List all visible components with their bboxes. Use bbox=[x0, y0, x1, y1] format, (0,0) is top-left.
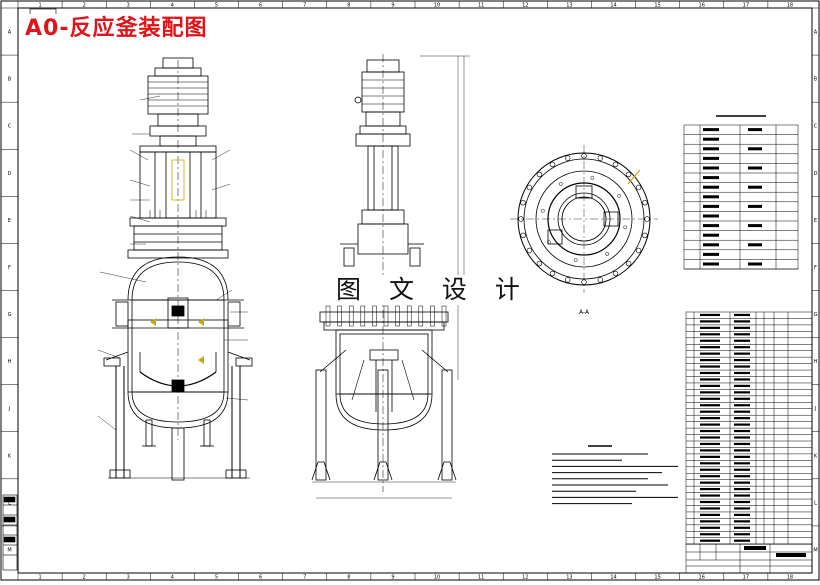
section-a-a-view bbox=[510, 145, 658, 293]
border-zone-letter: J bbox=[814, 406, 816, 412]
border-zone-number: 17 bbox=[743, 575, 749, 581]
border-zone-number: 8 bbox=[347, 3, 350, 9]
border-zone-number: 3 bbox=[127, 575, 130, 581]
border-zone-letter: M bbox=[7, 547, 11, 553]
border-zone-letter: B bbox=[814, 77, 818, 83]
border-zone-number: 17 bbox=[743, 3, 749, 9]
border-zone-number: 11 bbox=[478, 3, 484, 9]
border-zone-letter: H bbox=[8, 359, 12, 365]
border-zone-letter: L bbox=[8, 500, 11, 506]
border-zone-number: 6 bbox=[259, 575, 262, 581]
border-zone-number: 12 bbox=[522, 575, 528, 581]
border-zone-letter: B bbox=[8, 77, 12, 83]
border-zone-letter: F bbox=[814, 265, 817, 271]
border-zone-number: 5 bbox=[215, 3, 218, 9]
border-zone-letter: M bbox=[813, 547, 817, 553]
technical-requirements-note bbox=[552, 445, 678, 505]
border-zone-number: 6 bbox=[259, 3, 262, 9]
border-zone-letter: D bbox=[8, 171, 12, 177]
side-bottom-head bbox=[335, 393, 433, 431]
border-zone-number: 18 bbox=[787, 3, 793, 9]
border-zone-number: 12 bbox=[522, 3, 528, 9]
border-zone-number: 1 bbox=[38, 575, 41, 581]
border-zone-number: 3 bbox=[127, 3, 130, 9]
border-zone-letter: K bbox=[8, 453, 12, 459]
border-zone-letter: G bbox=[814, 312, 818, 318]
border-zone-letter: D bbox=[814, 171, 818, 177]
border-zone-letter: G bbox=[8, 312, 12, 318]
border-zone-number: 9 bbox=[391, 575, 394, 581]
border-zone-number: 11 bbox=[478, 575, 484, 581]
border-zone-number: 7 bbox=[303, 3, 306, 9]
border-zone-letter: C bbox=[814, 124, 818, 130]
border-zone-number: 16 bbox=[699, 3, 705, 9]
border-zone-number: 5 bbox=[215, 575, 218, 581]
border-zone-number: 9 bbox=[391, 3, 394, 9]
border-zone-letter: A bbox=[814, 30, 818, 36]
border-zone-letter: A bbox=[8, 30, 12, 36]
border-zone-letter: J bbox=[8, 406, 10, 412]
section-label: A-A bbox=[579, 309, 590, 316]
border-zone-letter: K bbox=[814, 453, 818, 459]
watermark-text: 图 文 设 计 bbox=[334, 275, 532, 305]
vessel-top-head bbox=[131, 261, 225, 301]
drawing-title: A0-反应釜装配图 bbox=[22, 14, 211, 44]
border-zone-number: 2 bbox=[83, 575, 86, 581]
border-zone-letter: H bbox=[814, 359, 818, 365]
border-zone-number: 8 bbox=[347, 575, 350, 581]
border-zone-number: 10 bbox=[434, 3, 440, 9]
border-zone-number: 14 bbox=[610, 3, 616, 9]
main-assembly-view bbox=[97, 57, 253, 481]
border-zone-number: 4 bbox=[171, 575, 174, 581]
technical-characteristics-table bbox=[683, 112, 799, 270]
border-zone-number: 10 bbox=[434, 575, 440, 581]
vessel-bottom-head bbox=[131, 391, 225, 423]
side-elevation-view bbox=[311, 54, 470, 499]
border-zone-number: 18 bbox=[787, 575, 793, 581]
border-zone-number: 15 bbox=[654, 3, 660, 9]
title-block bbox=[685, 543, 813, 574]
border-zone-letter: E bbox=[8, 218, 11, 224]
side-seal-housing bbox=[357, 223, 409, 255]
border-zone-number: 4 bbox=[171, 3, 174, 9]
border-zone-number: 16 bbox=[699, 575, 705, 581]
border-zone-number: 13 bbox=[566, 3, 572, 9]
border-zone-letter: C bbox=[8, 124, 12, 130]
border-zone-number: 1 bbox=[38, 3, 41, 9]
border-zone-number: 7 bbox=[303, 575, 306, 581]
border-zone-letter: E bbox=[814, 218, 817, 224]
left-revision-table bbox=[2, 494, 18, 571]
border-zone-number: 2 bbox=[83, 3, 86, 9]
border-zone-letter: F bbox=[8, 265, 11, 271]
border-zone-number: 15 bbox=[654, 575, 660, 581]
parts-list-table bbox=[685, 311, 813, 545]
border-zone-letter: L bbox=[814, 500, 817, 506]
border-zone-number: 14 bbox=[610, 575, 616, 581]
border-zone-number: 13 bbox=[566, 575, 572, 581]
